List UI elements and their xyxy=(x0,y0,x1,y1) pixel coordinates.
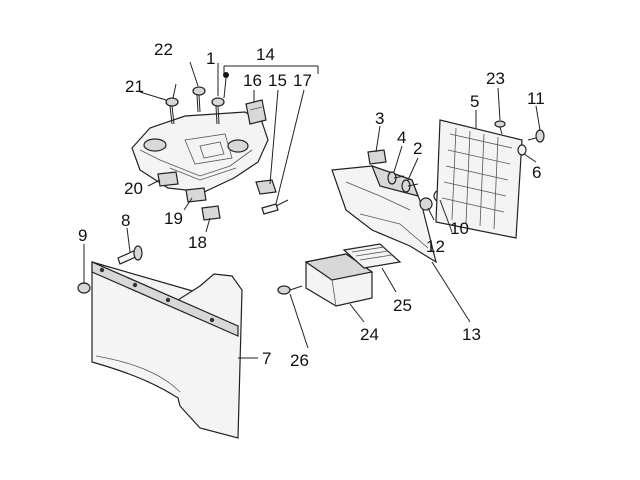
callout-18: 18 xyxy=(188,233,207,252)
screw-26 xyxy=(277,285,303,295)
screw-1 xyxy=(211,97,225,125)
callout-26: 26 xyxy=(290,351,309,370)
screw-4 xyxy=(387,171,405,185)
clip-18 xyxy=(201,205,221,221)
washer-12 xyxy=(419,197,433,211)
clip-3 xyxy=(367,149,387,165)
callout-23: 23 xyxy=(486,69,505,88)
clip-16 xyxy=(245,99,267,125)
leader-lines xyxy=(83,61,541,359)
clip-20 xyxy=(157,171,179,187)
callout-6: 6 xyxy=(532,163,541,182)
callout-17: 17 xyxy=(293,71,312,90)
screw-23 xyxy=(494,120,506,135)
callout-22: 22 xyxy=(154,40,173,59)
screw-22 xyxy=(192,86,206,113)
callout-14: 14 xyxy=(256,45,275,64)
callout-3: 3 xyxy=(375,109,384,128)
callout-5: 5 xyxy=(470,92,479,111)
upper-tray xyxy=(131,111,269,193)
screw-21 xyxy=(165,97,179,125)
callout-8: 8 xyxy=(121,211,130,230)
nut-15 xyxy=(255,179,277,195)
callout-2: 2 xyxy=(413,139,422,158)
callout-11: 11 xyxy=(527,89,545,108)
mudguard xyxy=(91,261,243,439)
callout-labels: 1 2 3 4 5 6 7 8 9 10 11 12 13 14 15 16 1… xyxy=(78,40,545,370)
pin-17 xyxy=(261,199,289,215)
callout-20: 20 xyxy=(124,179,143,198)
screw-11 xyxy=(527,129,545,143)
callout-10: 10 xyxy=(450,219,469,238)
callout-7: 7 xyxy=(262,349,271,368)
callout-4: 4 xyxy=(397,128,406,147)
reflector-housing xyxy=(304,253,374,307)
plate xyxy=(435,119,523,239)
washer-6 xyxy=(517,144,527,156)
callout-15: 15 xyxy=(268,71,287,90)
callout-19: 19 xyxy=(164,209,183,228)
plate-holder xyxy=(331,164,437,264)
callout-12: 12 xyxy=(426,237,445,256)
callout-9: 9 xyxy=(78,226,87,245)
callout-25: 25 xyxy=(393,296,412,315)
callout-21: 21 xyxy=(125,77,144,96)
nut-9 xyxy=(77,282,91,294)
screw-2 xyxy=(401,179,419,193)
callout-16: 16 xyxy=(243,71,262,90)
callout-24: 24 xyxy=(360,325,379,344)
bolt-8 xyxy=(117,245,143,265)
callout-1: 1 xyxy=(206,49,215,68)
callout-13: 13 xyxy=(462,325,481,344)
clip-19 xyxy=(185,187,207,203)
reflector-lens xyxy=(342,243,402,269)
